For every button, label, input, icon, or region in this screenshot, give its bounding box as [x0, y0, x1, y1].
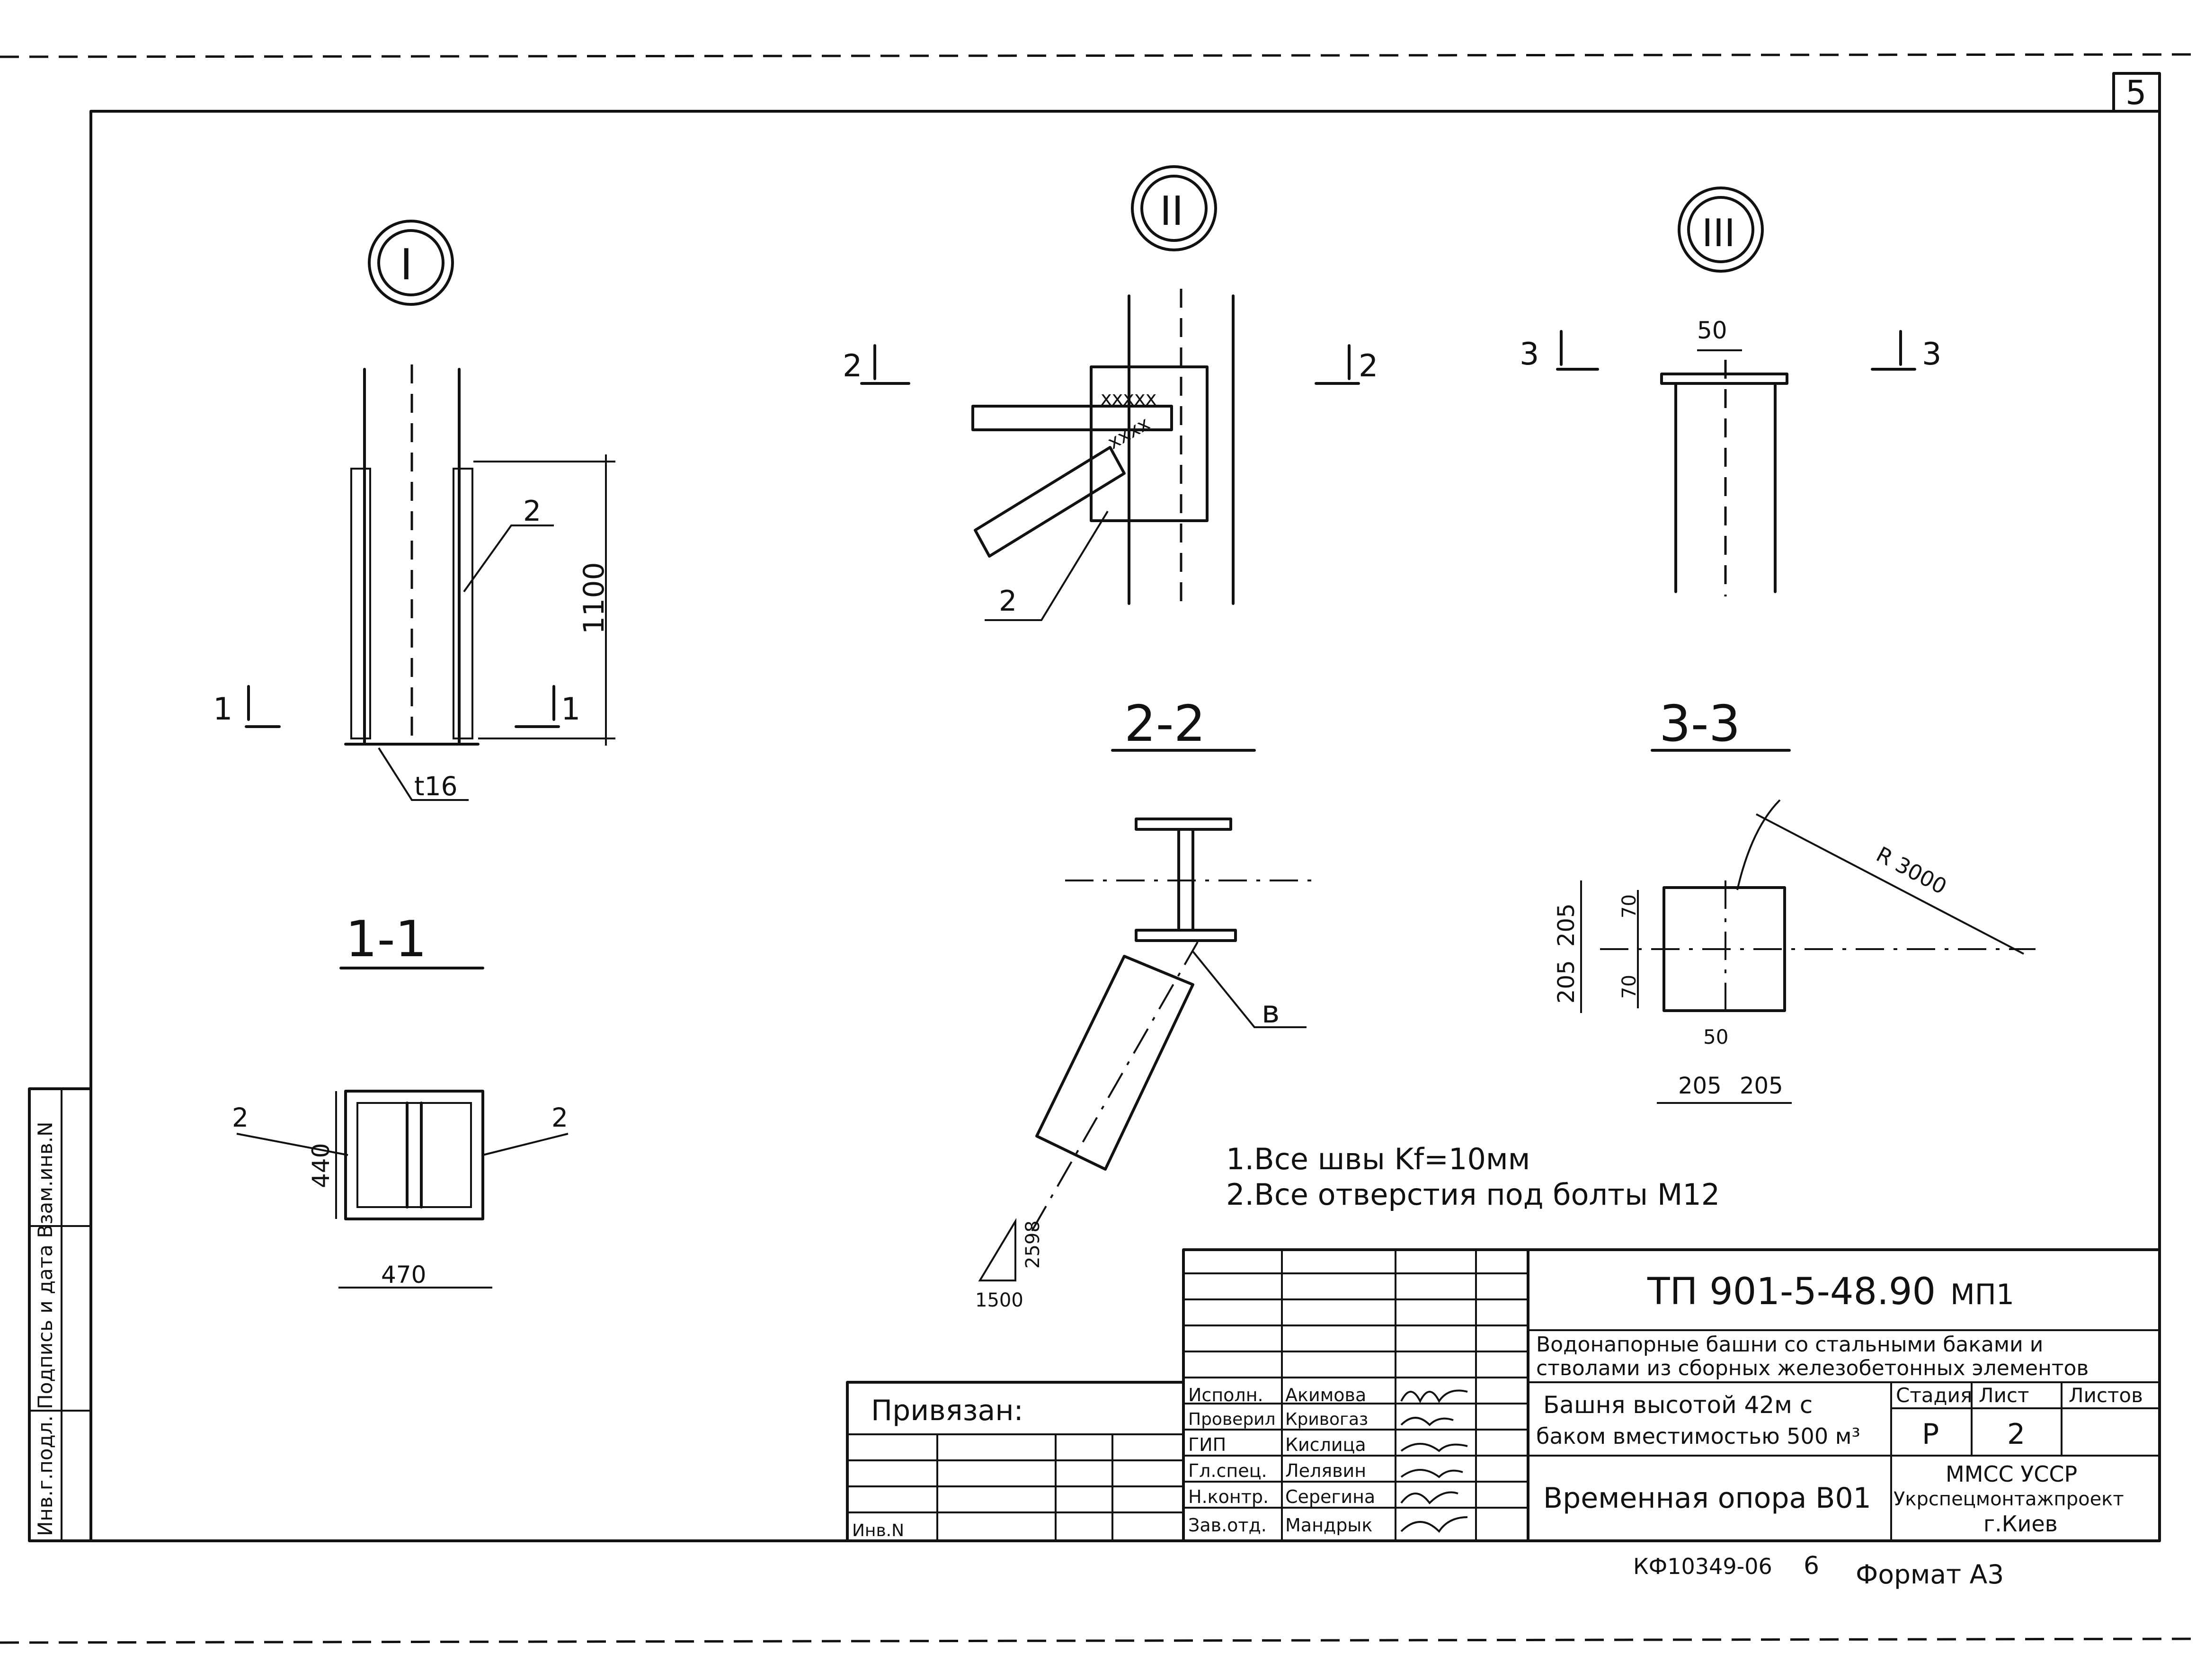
dim-t16: t16	[414, 771, 458, 801]
node-label-3: III	[1702, 211, 1735, 255]
role-4: Гл.спец.	[1188, 1460, 1267, 1481]
sheet-number: 5	[2125, 73, 2147, 112]
name-3: Кислица	[1285, 1434, 1366, 1455]
node-marker-3	[1678, 187, 1764, 273]
stiffener-plate-left	[350, 468, 371, 739]
role-2: Проверил	[1188, 1410, 1276, 1429]
dim-440: 440	[307, 1143, 335, 1188]
gusset-plate	[1090, 365, 1209, 522]
doc-mark: МП1	[1950, 1278, 2014, 1311]
linked-label: Привязан:	[871, 1394, 1023, 1427]
format-label: Формат А3	[1856, 1559, 2004, 1590]
object-1: Башня высотой 42м с	[1543, 1391, 1813, 1419]
sheets-label: Листов	[2069, 1384, 2143, 1407]
section-mark-1-right: 1	[561, 692, 580, 727]
note-2: 2.Все отверстия под болты М12	[1226, 1177, 1720, 1212]
name-5: Серегина	[1285, 1486, 1375, 1507]
dim-50-top: 50	[1697, 317, 1727, 344]
brace-section	[1035, 955, 1194, 1171]
section-mark-3-right: 3	[1922, 337, 1941, 372]
section-mark-1-left: 1	[213, 692, 232, 727]
horizontal-brace	[971, 405, 1173, 431]
org-1: ММСС УССР	[1946, 1461, 2077, 1487]
callout-2b: 2	[232, 1102, 249, 1133]
name-2: Кривогаз	[1285, 1410, 1368, 1429]
callout-2d: 2	[999, 585, 1017, 618]
name-4: Лелявин	[1285, 1460, 1366, 1481]
node-label-2: II	[1160, 188, 1183, 235]
slope-triangle	[978, 1218, 1016, 1281]
title-block	[1182, 1248, 2161, 1542]
role-6: Зав.отд.	[1188, 1515, 1267, 1536]
node-label-1: I	[400, 240, 413, 290]
dim-1100: 1100	[578, 562, 611, 634]
stage-value: Р	[1922, 1418, 1939, 1451]
name-1: Акимова	[1285, 1385, 1366, 1405]
section-mark-3-left: 3	[1520, 337, 1539, 372]
inv-no-label: Инв.N	[852, 1521, 904, 1540]
section-1-1-outline	[344, 1090, 484, 1220]
node-marker-1	[368, 220, 454, 306]
sheet-number-box	[2112, 72, 2161, 113]
dim-70-upper: 70	[1618, 894, 1640, 918]
dim-205-left: 205	[1678, 1073, 1722, 1099]
sheet-title: Временная опора В01	[1543, 1482, 1871, 1515]
drawing-frame	[89, 110, 2161, 1542]
name-6: Мандрык	[1285, 1515, 1372, 1536]
stiffener-plate-right	[453, 468, 473, 739]
doc-code: ТП 901-5-48.90	[1647, 1271, 1936, 1313]
role-3: ГИП	[1188, 1434, 1226, 1455]
dim-50-bottom: 50	[1703, 1025, 1728, 1049]
object-2: баком вместимостью 500 м³	[1536, 1423, 1860, 1449]
ibeam-top-flange	[1135, 818, 1232, 831]
role-5: Н.контр.	[1188, 1486, 1269, 1507]
copy-number: 6	[1804, 1552, 1819, 1580]
slope-horizontal: 1500	[975, 1289, 1023, 1311]
linked-block	[846, 1381, 1185, 1542]
dim-205-lower: 205	[1553, 960, 1580, 1004]
callout-2a: 2	[523, 495, 541, 528]
callout-v: в	[1262, 995, 1280, 1030]
dim-205-upper: 205	[1553, 903, 1580, 947]
side-stamp-text: Инв.г.подл. Подпись и дата Взам.инв.N	[34, 1121, 57, 1536]
node-marker-2	[1131, 165, 1217, 251]
stage-label: Стадия	[1896, 1384, 1972, 1407]
dim-70-lower: 70	[1618, 975, 1640, 999]
slope-vertical: 2598	[1022, 1220, 1044, 1269]
scan-edge-bottom	[0, 1637, 2196, 1644]
sheet-value: 2	[2007, 1418, 2025, 1451]
dim-205-right: 205	[1740, 1073, 1783, 1099]
dim-470: 470	[381, 1261, 426, 1289]
project-title-2: стволами из сборных железобетонных элеме…	[1536, 1356, 2089, 1380]
diagonal-brace	[974, 446, 1126, 558]
section-title-3-3: 3-3	[1659, 695, 1741, 753]
side-stamp	[28, 1087, 92, 1542]
org-3: г.Киев	[1983, 1511, 2058, 1537]
section-mark-2-left: 2	[843, 348, 862, 384]
sheet-label: Лист	[1979, 1384, 2029, 1407]
scan-edge-top	[0, 53, 2196, 58]
copy-code: КФ10349-06	[1633, 1554, 1772, 1579]
svg-text:xxxxx: xxxxx	[1101, 388, 1156, 409]
role-1: Исполн.	[1188, 1385, 1263, 1405]
org-2: Укрспецмонтажпроект	[1894, 1488, 2124, 1510]
section-mark-2-right: 2	[1359, 348, 1378, 384]
signatures	[1400, 1389, 1468, 1533]
project-title-1: Водонапорные башни со стальными баками и	[1536, 1333, 2043, 1357]
section-title-1-1: 1-1	[346, 910, 427, 968]
ibeam-bottom-flange	[1135, 929, 1237, 942]
callout-2c: 2	[551, 1102, 568, 1133]
dim-r3000: R 3000	[1872, 842, 1951, 899]
section-title-2-2: 2-2	[1124, 695, 1206, 753]
note-1: 1.Все швы Kf=10мм	[1226, 1142, 1530, 1176]
